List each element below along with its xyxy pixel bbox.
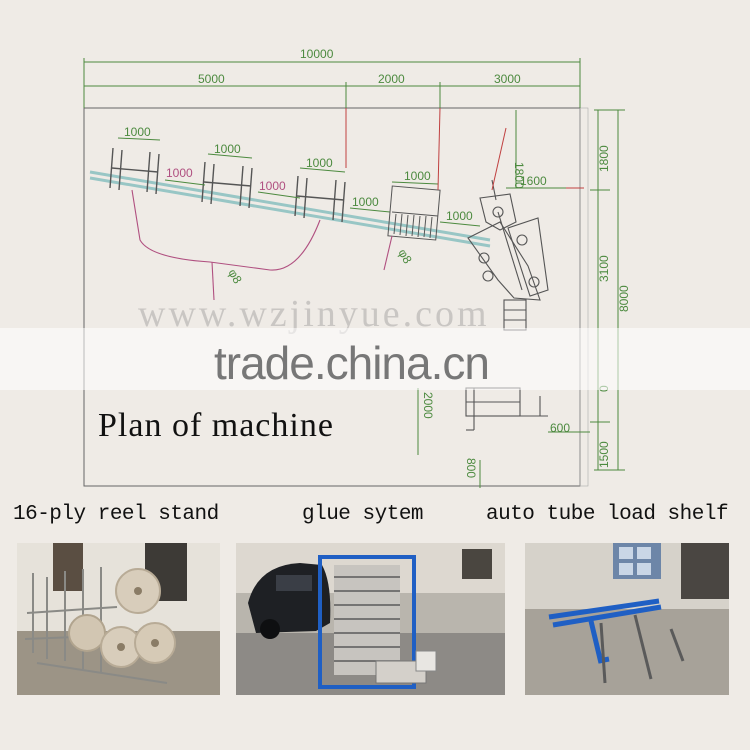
dim-gap-2: 1000: [259, 179, 286, 193]
photo-glue-system: [236, 543, 505, 695]
dim-inner-1800: 1800: [512, 162, 526, 189]
reel-stand-2: [201, 161, 253, 209]
caption-glue-system: glue sytem: [302, 503, 424, 526]
dim-right-total: 8000: [617, 285, 631, 312]
top-dimension-lines: [83, 58, 581, 108]
dim-gap-3: 1000: [352, 195, 379, 209]
glue-pipes: [131, 189, 393, 301]
caption-reel-stand: 16-ply reel stand: [13, 503, 219, 526]
dim-inner-1600: 1600: [520, 174, 547, 188]
dim-gap-4: 1000: [446, 209, 473, 223]
right-dimension-lines: [417, 109, 625, 488]
pipe-label-a: φ8: [225, 267, 245, 287]
watermark-band: [0, 328, 750, 390]
dim-inner-2000: 2000: [421, 392, 435, 419]
dim-seg-c: 3000: [494, 72, 521, 86]
dim-right-mid: 3100: [597, 255, 611, 282]
photo-tube-shelf: [525, 543, 729, 695]
pipe-label-b: φ8: [395, 247, 415, 267]
dim-right-top: 1800: [597, 145, 611, 172]
dim-total-width: 10000: [300, 47, 334, 61]
trade-watermark: trade.china.cn: [214, 337, 490, 389]
glue-frame: [318, 555, 437, 689]
plan-title: Plan of machine: [98, 407, 334, 444]
dim-seg-a: 5000: [198, 72, 225, 86]
dim-inner-600: 600: [550, 421, 570, 435]
dim-reel-1: 1000: [124, 125, 151, 139]
caption-tube-shelf: auto tube load shelf: [486, 503, 729, 526]
reel-stand-3: [294, 175, 346, 223]
photo-reel-stand: [17, 543, 220, 695]
reel-stand-1: [109, 147, 160, 195]
dim-reel-2: 1000: [214, 142, 241, 156]
dim-inner-800: 800: [464, 458, 478, 478]
dim-seg-b: 2000: [378, 72, 405, 86]
dim-glue-width: 1000: [404, 169, 431, 183]
glue-unit-drawing: [387, 185, 441, 241]
dim-reel-3: 1000: [306, 156, 333, 170]
dim-right-bottom: 1500: [597, 441, 611, 468]
machine-plan-drawing: 10000 5000 2000 3000 1800 3100 0 1500 80…: [83, 47, 631, 488]
leader-lines: [345, 107, 584, 191]
dim-gap-1: 1000: [166, 166, 193, 180]
